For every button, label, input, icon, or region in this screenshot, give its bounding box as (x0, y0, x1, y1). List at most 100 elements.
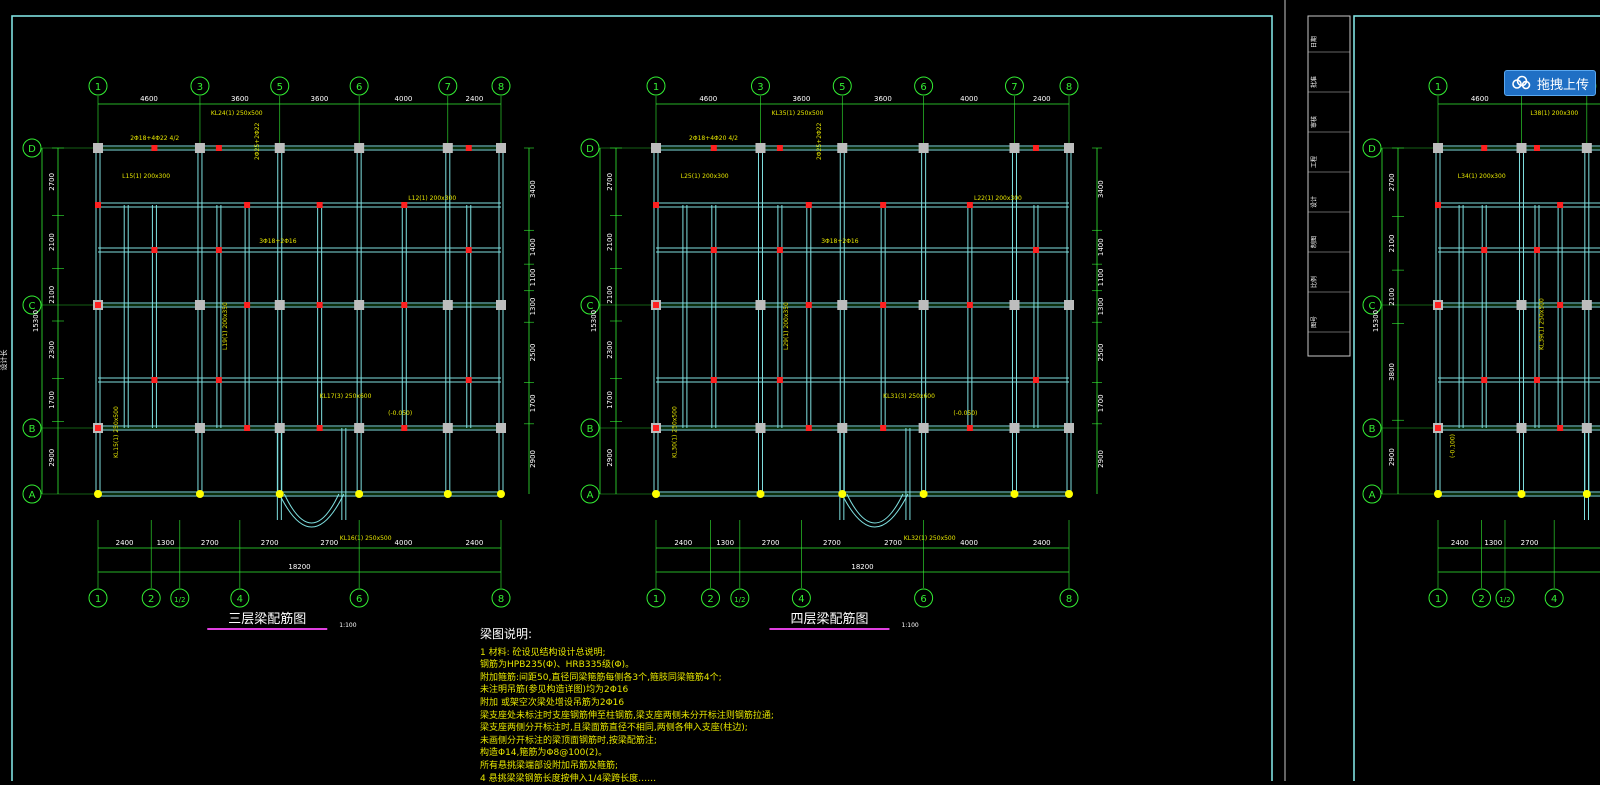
dim-text-right: 1700 (1097, 394, 1105, 412)
column (1516, 423, 1527, 433)
dim-text-left: 2100 (48, 286, 56, 304)
axis-label: 8 (1066, 82, 1072, 93)
dim-text-left: 3800 (1388, 363, 1396, 381)
beam-joint-marker (653, 302, 659, 308)
axis-bubble (750, 76, 770, 96)
column (442, 423, 453, 433)
axis-label: 1/2 (1499, 596, 1510, 604)
title-block-cell: 制图 (1310, 236, 1318, 248)
dim-text-bottom: 2700 (1521, 539, 1539, 547)
dim-text-bottom: 2400 (116, 539, 134, 547)
notes-line: 1 材料: 砼设见结构设计总说明; (480, 647, 606, 658)
column (755, 423, 766, 433)
axis-label: 5 (839, 82, 845, 93)
dim-text-total: 18200 (851, 563, 873, 571)
column (1064, 143, 1074, 153)
dim-text-left: 1700 (48, 391, 56, 409)
column (1009, 423, 1020, 433)
column (274, 423, 285, 433)
notes-line: 所有悬挑梁端部设附加吊筋及箍筋; (480, 760, 619, 771)
column-base-marker (1517, 490, 1526, 498)
beam-label: (-0.050) (388, 410, 412, 417)
dim-text-right: 1400 (529, 238, 537, 256)
plan-fifth-floor-partial: 1354600DCBA1530027002100210038002900L38(… (1362, 76, 1600, 608)
beam-joint-marker (244, 425, 251, 431)
curved-beam (283, 493, 340, 524)
axis-bubble (170, 588, 190, 608)
row-label: D (586, 144, 594, 155)
column (194, 423, 205, 433)
dim-text-right: 1700 (529, 394, 537, 412)
title-block-cell: 工程 (1310, 156, 1318, 168)
column (1433, 143, 1443, 153)
dim-text-right: 3400 (1097, 180, 1105, 198)
plan-scale: 1:100 (901, 622, 918, 629)
beam-joint-marker (1557, 202, 1564, 208)
column (837, 423, 848, 433)
beam-joint-marker (1435, 425, 1441, 431)
dim-text-right: 1300 (1097, 298, 1105, 316)
beam-joint-marker (1481, 145, 1488, 151)
notes-line: 附加箍筋:间距50,直径同梁箍筋每侧各3个,箍肢同梁箍筋4个; (480, 672, 722, 683)
beam-joint-marker (95, 425, 101, 431)
title-block-cell: 审核 (1310, 116, 1318, 128)
axis-label: 2 (707, 594, 713, 605)
row-label: A (1369, 490, 1376, 501)
sheet-border-2 (1353, 15, 1600, 781)
beam-label: KL35(1) 250x500 (772, 110, 824, 117)
column (1009, 143, 1020, 153)
notes-line: 未画侧分开标注的梁顶面钢筋时,按梁配筋注; (480, 735, 657, 746)
axis-bubble (1544, 588, 1564, 608)
axis-label: 2 (1478, 594, 1484, 605)
dim-text-left: 2700 (48, 173, 56, 191)
column (1581, 143, 1592, 153)
column (274, 143, 285, 153)
axis-label: 5 (277, 82, 283, 93)
beam-joint-marker (880, 302, 887, 308)
beam-joint-marker (1481, 247, 1488, 253)
beam-joint-marker (710, 377, 717, 383)
dim-text-bottom: 2700 (261, 539, 279, 547)
column (837, 300, 848, 310)
row-label: A (587, 490, 594, 501)
column-base-marker (1582, 490, 1591, 498)
beam-joint-marker (465, 377, 472, 383)
title-block-cell: 日期 (1310, 36, 1318, 48)
axis-bubble (730, 588, 750, 608)
column (837, 143, 848, 153)
dim-text-right: 1100 (529, 269, 537, 287)
notes-line: 梁支座两侧分开标注时,且梁面筋直径不相同,两侧各伸入支座(柱边); (480, 723, 748, 734)
notes-line: 4 悬挑梁梁钢筋长度按伸入1/4梁跨长度…… (480, 773, 657, 784)
beam-joint-marker (151, 377, 158, 383)
upload-button[interactable]: 拖拽上传 (1504, 70, 1596, 96)
dim-text-left: 2100 (48, 233, 56, 251)
beam-joint-marker (880, 425, 887, 431)
axis-label: 7 (1011, 82, 1017, 93)
axis-bubble (701, 588, 721, 608)
dim-text-top: 4600 (699, 95, 717, 103)
axis-label: 3 (197, 82, 203, 93)
plan-scale: 1:100 (339, 622, 356, 629)
axis-bubble (491, 588, 511, 608)
dim-text-bottom: 2400 (1033, 539, 1051, 547)
dim-text-bottom: 1300 (716, 539, 734, 547)
dim-text-top: 3600 (874, 95, 892, 103)
dim-text-left: 2300 (48, 341, 56, 359)
beam-joint-marker (401, 425, 408, 431)
beam-joint-marker (653, 202, 659, 208)
row-bubble (580, 138, 600, 158)
axis-bubble (791, 588, 811, 608)
column-base-marker (1434, 490, 1442, 498)
column-base-marker (652, 490, 660, 498)
beam-label: 3Φ18+2Φ16 (821, 238, 859, 245)
axis-label: 1 (653, 82, 659, 93)
axis-label: 4 (237, 594, 243, 605)
column (918, 300, 929, 310)
row-bubble (580, 418, 600, 438)
title-block-cell: 批准 (1310, 76, 1318, 88)
dim-text-left-total: 15300 (32, 310, 40, 332)
column (1009, 300, 1020, 310)
beam-joint-marker (1435, 202, 1441, 208)
curved-beam (278, 493, 345, 528)
column-base-marker (1010, 490, 1019, 498)
